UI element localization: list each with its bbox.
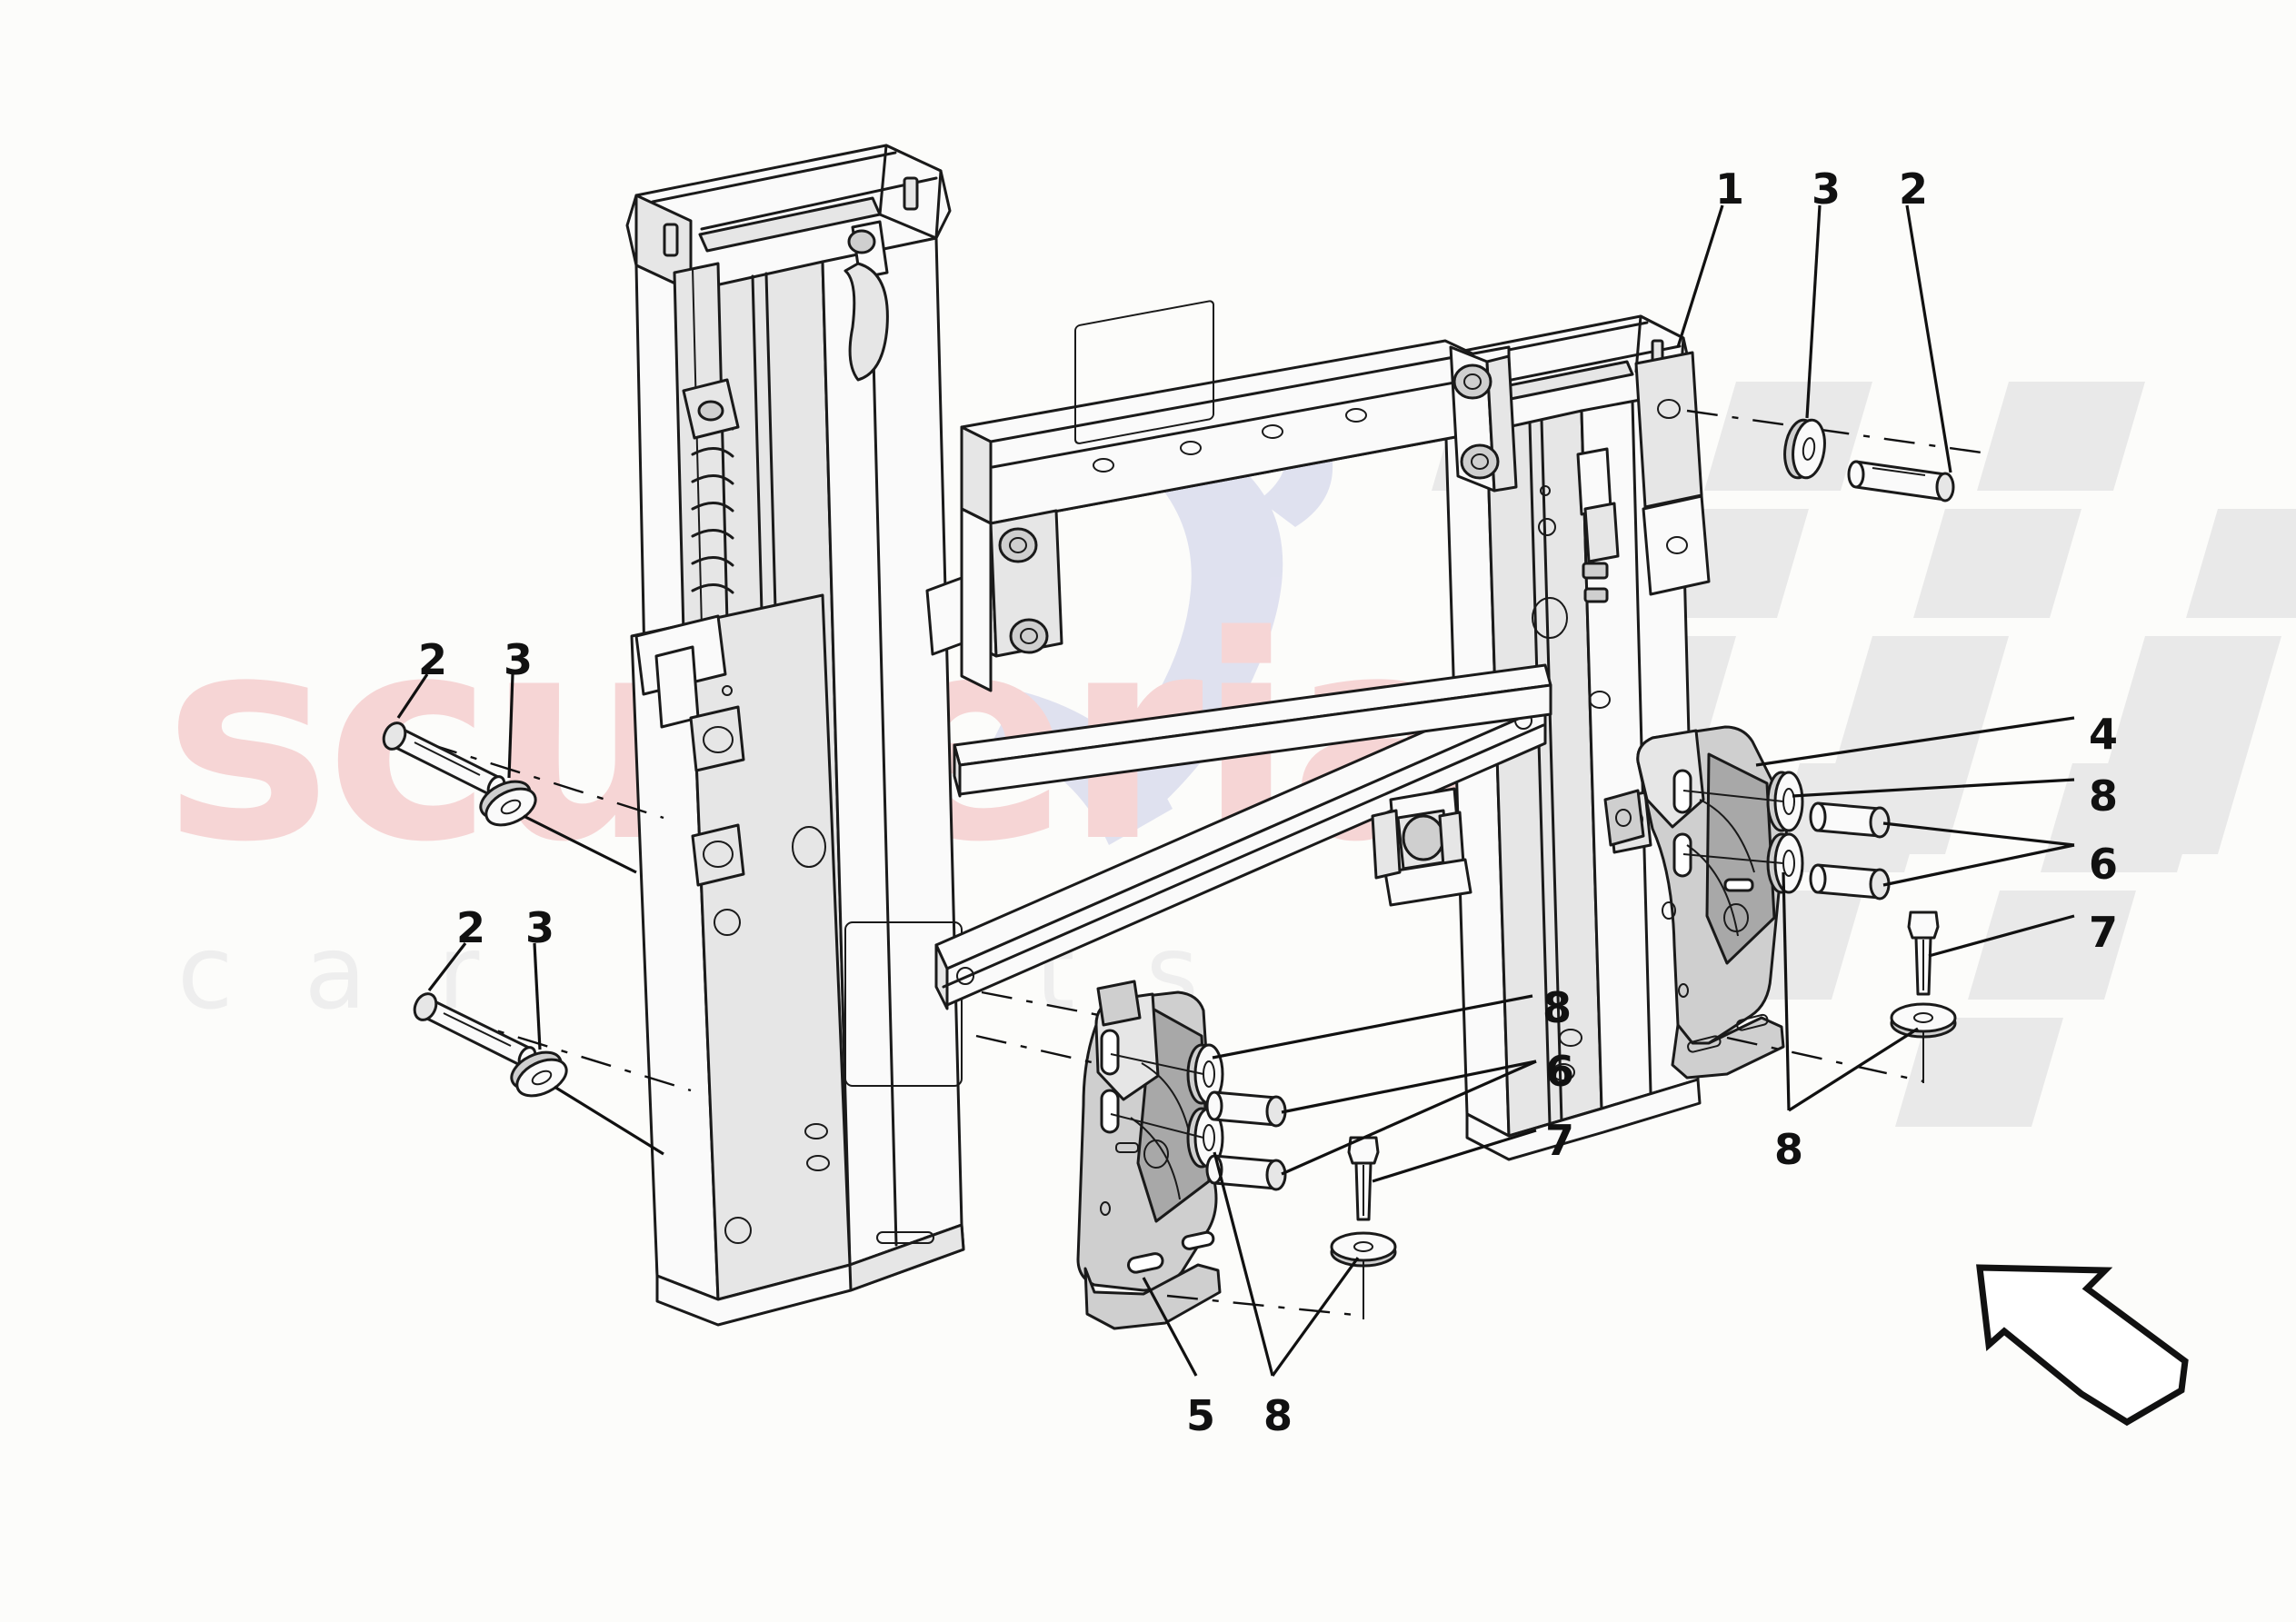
callout-2-left-upper: 2 — [418, 635, 448, 684]
right-bracket-assembly — [1603, 716, 2075, 1112]
washer-3-top — [1783, 418, 1826, 480]
washer-3-left-upper — [479, 780, 537, 827]
callout-2-top: 2 — [1899, 164, 1929, 214]
callout-8-right: 8 — [2089, 771, 2119, 821]
fastener-group-left-lower — [413, 942, 692, 1156]
bolt-6-center-b — [1205, 1154, 1287, 1191]
callout-3-top: 3 — [1812, 164, 1842, 214]
left-bracket-assembly — [975, 980, 1537, 1377]
bolt-2-left-upper — [382, 721, 506, 799]
left-rollbar-assembly — [625, 144, 965, 1327]
bolt-6-right-b — [1809, 863, 1891, 901]
bolt-6-right-a — [1809, 801, 1891, 839]
callout-3-left-upper: 3 — [504, 635, 534, 684]
callout-3-left-lower: 3 — [525, 903, 555, 952]
washer-3-left-lower — [510, 1050, 568, 1098]
fastener-group-left-upper — [382, 673, 664, 874]
washer-8-right-a — [1766, 771, 1804, 832]
forward-direction-arrow — [1976, 1264, 2189, 1427]
screw-7-center — [1347, 1136, 1380, 1221]
washer-8-right-b — [1766, 832, 1804, 894]
callout-6-right: 6 — [2089, 840, 2119, 889]
center-latch-block — [1371, 787, 1472, 907]
upper-crossbar — [925, 300, 1518, 692]
callout-8-right-lower: 8 — [1774, 1125, 1804, 1174]
screw-7-right — [1907, 911, 1940, 996]
callout-4-right: 4 — [2089, 710, 2119, 759]
callout-8-bottom: 8 — [1263, 1391, 1293, 1440]
callout-6-center: 6 — [1545, 1047, 1575, 1096]
washer-8-center-c — [1330, 1231, 1397, 1268]
bolt-2-left-lower — [413, 992, 537, 1070]
fastener-group-top-right — [1676, 204, 1982, 503]
callout-1-top: 1 — [1715, 164, 1745, 214]
callout-8-center: 8 — [1542, 983, 1572, 1032]
callout-7-center: 7 — [1545, 1116, 1575, 1165]
bolt-2-top — [1847, 460, 1955, 503]
bolt-6-center-a — [1205, 1090, 1287, 1128]
callout-2-left-lower: 2 — [456, 903, 486, 952]
diagonal-rail — [934, 663, 1552, 1010]
callout-7-right: 7 — [2089, 908, 2119, 957]
callout-5-bottom: 5 — [1186, 1391, 1216, 1440]
washer-8-right-c — [1890, 1002, 1957, 1039]
